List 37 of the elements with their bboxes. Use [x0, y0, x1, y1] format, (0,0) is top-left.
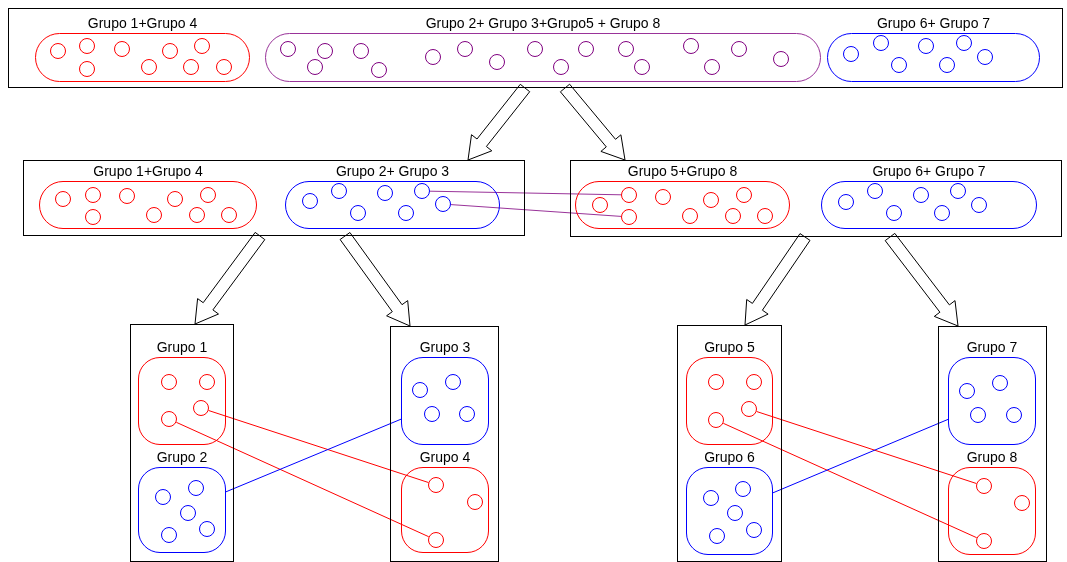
group-label: Grupo 5: [704, 339, 755, 355]
group-frame: [938, 326, 1047, 562]
group-label: Grupo 6: [704, 449, 755, 465]
member-circle: [85, 187, 101, 203]
block-arrow: [467, 83, 531, 161]
connector-line: [208, 410, 429, 483]
group-label: Grupo 1+Grupo 4: [87, 15, 198, 31]
connector-line: [450, 204, 622, 217]
group-label: Grupo 1: [156, 339, 208, 355]
group-label: Grupo 7: [966, 339, 1018, 355]
group-frame: [8, 8, 1063, 88]
block-arrow: [559, 83, 626, 161]
group-frame: [570, 160, 1062, 237]
group-frame: [677, 325, 782, 562]
group-label: Grupo 4: [419, 449, 471, 465]
group-frame: [130, 324, 234, 562]
connector-line: [175, 421, 430, 538]
group-label: Grupo 1+Grupo 4: [93, 163, 203, 179]
connector-line: [429, 190, 622, 196]
group-label: Grupo 6+ Grupo 7: [872, 163, 986, 179]
block-arrow: [744, 233, 811, 326]
block-arrow: [194, 231, 266, 325]
group-frame: [390, 326, 499, 562]
group-frame: [23, 160, 525, 236]
group-label: Grupo 6+ Grupo 7: [876, 15, 991, 31]
block-arrow: [884, 232, 959, 327]
group-label: Grupo 3: [419, 339, 471, 355]
group-label: Grupo 2+ Grupo 3: [335, 163, 450, 179]
connector-line: [772, 418, 949, 494]
block-arrow: [339, 232, 411, 327]
group-label: Grupo 2+ Grupo 3+Grupo5 + Grupo 8: [425, 15, 661, 31]
group-label: Grupo 8: [966, 449, 1018, 465]
connector-line: [722, 422, 978, 539]
group-label: Grupo 5+Grupo 8: [627, 163, 738, 179]
connector-line: [225, 418, 402, 493]
group-label: Grupo 2: [156, 449, 208, 465]
connector-line: [756, 411, 977, 484]
